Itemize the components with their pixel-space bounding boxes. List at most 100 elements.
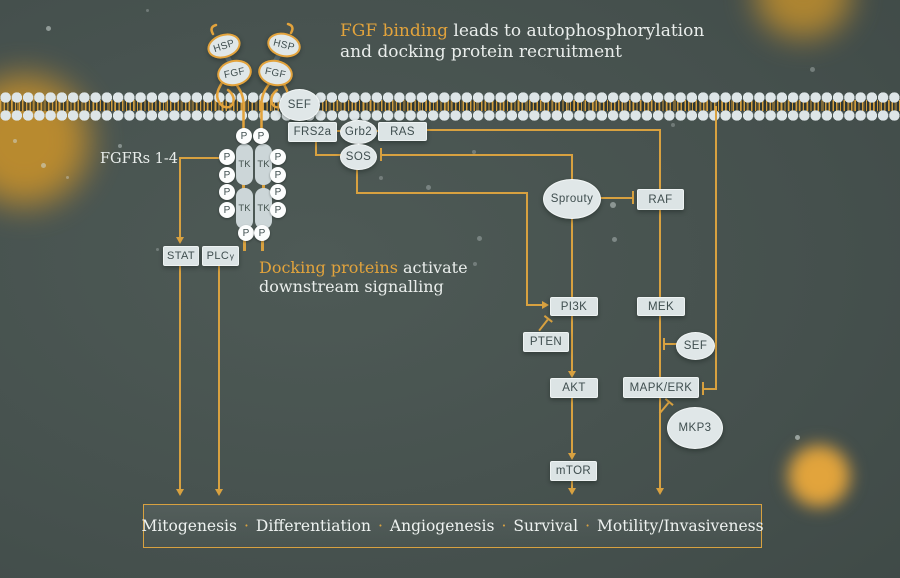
speck bbox=[46, 26, 51, 31]
edge-receptor-to-stat bbox=[179, 157, 219, 159]
p-label: P bbox=[274, 151, 282, 163]
inhibit-bar-mek-mapk bbox=[663, 338, 665, 350]
p-label: P bbox=[223, 186, 231, 198]
sef-label: SEF bbox=[683, 340, 708, 352]
arrowhead-mapk-outputs bbox=[655, 488, 664, 495]
speck bbox=[146, 9, 149, 12]
phosphate: P bbox=[219, 167, 235, 183]
edge-frs2a-down bbox=[315, 140, 317, 156]
edge-frs2a-to-sos bbox=[315, 154, 342, 156]
tk-domain: TK bbox=[255, 188, 272, 229]
mkp3-label: MKP3 bbox=[678, 422, 712, 434]
mek-node: MEK bbox=[637, 297, 685, 316]
phosphate: P bbox=[238, 225, 254, 241]
fgf-node-left: FGF bbox=[214, 56, 255, 90]
separator-dot: · bbox=[243, 517, 249, 535]
tk-label: TK bbox=[238, 203, 251, 214]
p-label: P bbox=[274, 186, 282, 198]
separator-dot: · bbox=[377, 517, 383, 535]
outputs-box: Mitogenesis · Differentiation · Angiogen… bbox=[141, 504, 764, 548]
mtor-node: mTOR bbox=[550, 461, 597, 481]
phosphate: P bbox=[219, 149, 235, 165]
tk-domain: TK bbox=[236, 188, 253, 229]
mid-annotation-line1: Docking proteins activate bbox=[259, 258, 468, 277]
akt-node: AKT bbox=[550, 378, 598, 398]
hsp-node-left: HSP bbox=[204, 29, 244, 63]
top-annotation: FGF binding leads to autophosphorylation… bbox=[340, 21, 704, 63]
phosphate: P bbox=[219, 184, 235, 200]
output-motility-invasiveness: Motility/Invasiveness bbox=[597, 517, 764, 535]
sos-node: SOS bbox=[340, 144, 377, 170]
inhibit-bar-mapk-right bbox=[702, 382, 704, 395]
fgf-label: FGF bbox=[222, 65, 247, 81]
edge-sos-into-pi3k bbox=[526, 304, 543, 306]
speck bbox=[671, 123, 675, 127]
phosphate: P bbox=[270, 149, 286, 165]
p-label: P bbox=[274, 204, 282, 216]
membrane-lipid-tails bbox=[0, 100, 900, 111]
plc-gamma-sub: γ bbox=[229, 251, 235, 261]
membrane-head-row-bottom bbox=[0, 109, 900, 122]
mapk-erk-node: MAPK/ERK bbox=[623, 377, 699, 398]
edge-mtor-to-outputs bbox=[571, 479, 573, 489]
grb2-label: Grb2 bbox=[344, 126, 373, 138]
hsp-node-right: HSP bbox=[264, 29, 304, 61]
edge-raf-to-mek bbox=[659, 208, 661, 297]
edge-frs2a-to-grb2 bbox=[333, 130, 342, 132]
mtor-label: mTOR bbox=[555, 465, 592, 477]
inhibit-stem-pi3k bbox=[538, 319, 549, 332]
phosphate: P bbox=[236, 128, 252, 144]
speck bbox=[612, 237, 617, 242]
frs2a-label: FRS2a bbox=[293, 126, 332, 138]
speck bbox=[473, 262, 477, 266]
sef-membrane-label: SEF bbox=[287, 99, 312, 111]
stat-node: STAT bbox=[163, 246, 199, 266]
edge-ras-to-raf bbox=[425, 129, 661, 131]
edge-akt-to-mtor bbox=[571, 396, 573, 454]
fgf-node-right: FGF bbox=[255, 56, 296, 90]
fgf-label: FGF bbox=[263, 65, 288, 81]
grb2-node: Grb2 bbox=[340, 120, 377, 144]
edge-sos-across bbox=[356, 192, 528, 194]
edge-sprouty-inhibits-sos bbox=[382, 154, 573, 156]
mkp3-node: MKP3 bbox=[667, 407, 723, 449]
receptor-tk-linker-right bbox=[262, 183, 265, 189]
arrowhead-mtor-outputs bbox=[567, 488, 576, 495]
phosphate: P bbox=[270, 202, 286, 218]
edge-membrane-sef-drop bbox=[715, 106, 717, 390]
speck bbox=[379, 176, 383, 180]
edge-sef-inhibits-mek-mapk bbox=[665, 343, 678, 345]
p-label: P bbox=[223, 169, 231, 181]
mid-annotation: Docking proteins activate downstream sig… bbox=[259, 258, 468, 296]
edge-mek-to-mapk bbox=[659, 314, 661, 377]
mid-annotation-highlight: Docking proteins bbox=[259, 258, 398, 277]
p-label: P bbox=[240, 130, 248, 142]
speck bbox=[795, 435, 800, 440]
orange-blob-left bbox=[0, 58, 107, 223]
hsp-hook-left bbox=[210, 23, 218, 36]
mid-annotation-line2: downstream signalling bbox=[259, 277, 444, 296]
output-angiogenesis: Angiogenesis bbox=[389, 517, 495, 535]
raf-node: RAF bbox=[637, 189, 684, 210]
speck bbox=[477, 236, 482, 241]
pi3k-label: PI3K bbox=[560, 300, 588, 313]
arrowhead-mtor bbox=[567, 453, 576, 460]
sef-node: SEF bbox=[676, 332, 715, 360]
orange-blob-top-right bbox=[742, 0, 864, 50]
speck bbox=[610, 202, 616, 208]
receptor-tk-linker-left bbox=[242, 183, 245, 189]
output-mitogenesis: Mitogenesis bbox=[141, 517, 237, 535]
edge-receptor-to-stat-drop bbox=[179, 157, 181, 237]
top-annotation-rest: leads to autophosphorylation bbox=[448, 21, 705, 41]
pten-label: PTEN bbox=[529, 336, 563, 348]
p-label: P bbox=[274, 169, 282, 181]
phosphate: P bbox=[219, 202, 235, 218]
speck bbox=[66, 176, 69, 179]
edge-membrane-sef-inhibits-mapk bbox=[704, 388, 717, 390]
arrowhead-plcg-outputs bbox=[214, 489, 223, 496]
speck bbox=[810, 67, 815, 72]
receptor-tail-left bbox=[243, 240, 246, 251]
speck bbox=[13, 139, 17, 143]
top-annotation-highlight: FGF binding bbox=[340, 21, 448, 41]
inhibit-bar-sos bbox=[380, 148, 382, 161]
